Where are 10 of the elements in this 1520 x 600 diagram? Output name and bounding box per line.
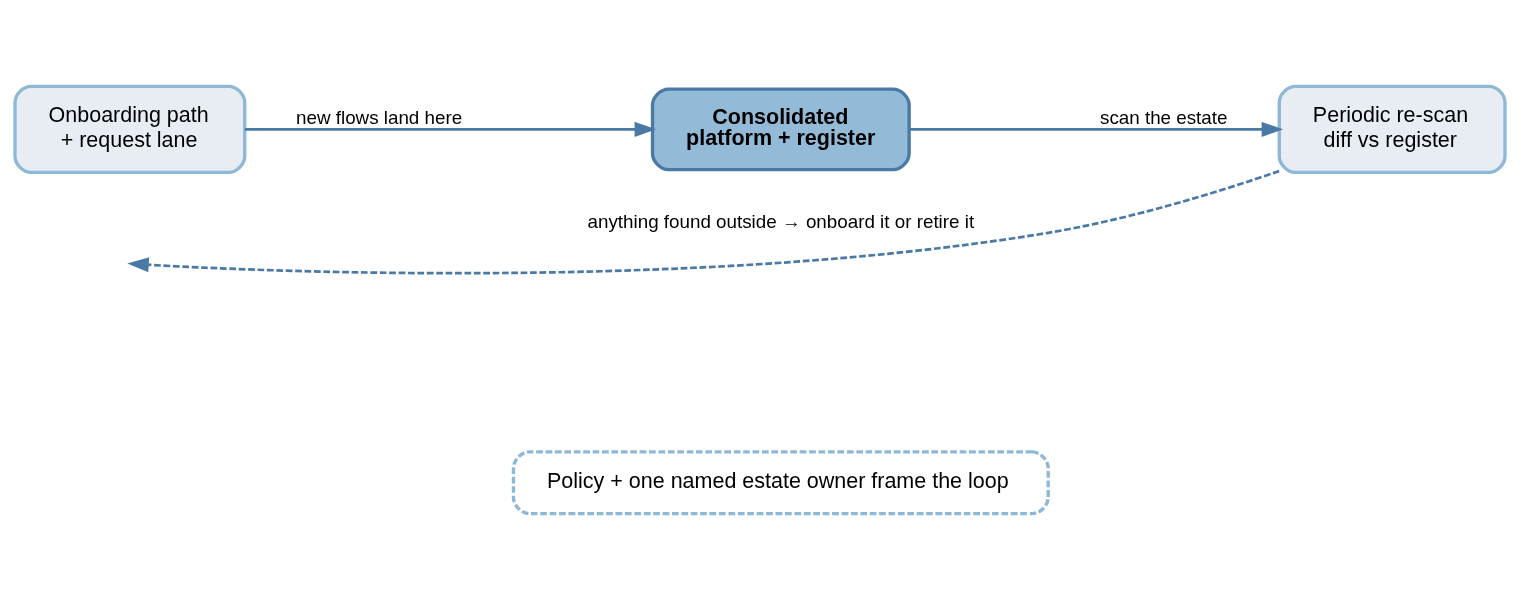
edge-label: anything found outside → onboard it or retire it [587,210,975,232]
arrow [127,169,1280,275]
edge-label: new flows land here [296,107,463,129]
edge-label: scan the estate [1099,107,1228,129]
node-box: Policy + one named estate owner frame the loop [511,450,1050,516]
arrow [244,121,657,137]
node-box: Onboarding path + request lane [13,84,247,175]
node-box: Consolidated platform + register [650,87,911,172]
arrow [909,121,1284,137]
node-box: Periodic re-scan diff vs register [1277,84,1507,175]
